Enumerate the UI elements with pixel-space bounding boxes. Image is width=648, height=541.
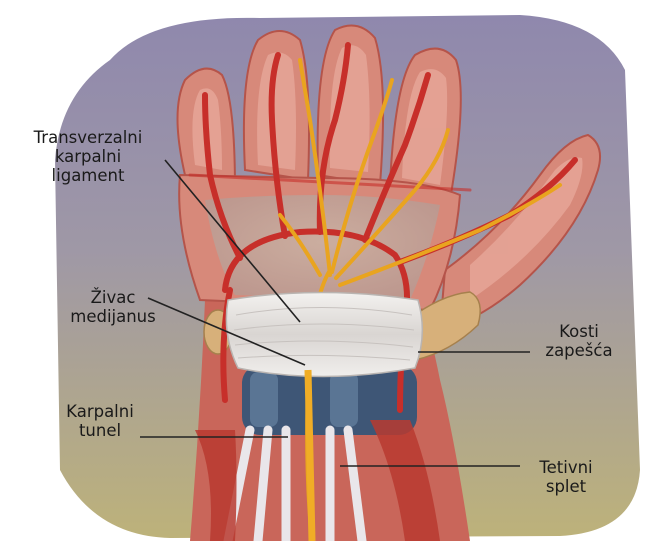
label-line: Živac bbox=[58, 288, 168, 307]
label-line: zapešća bbox=[524, 341, 634, 360]
label-line: Kosti bbox=[524, 322, 634, 341]
median-nerve-tunnel bbox=[308, 370, 312, 541]
label-line: Transverzalni bbox=[8, 128, 168, 147]
transverse-carpal-ligament bbox=[226, 293, 422, 377]
label-line: Tetivni bbox=[516, 458, 616, 477]
label-carpal-bones: Kosti zapešća bbox=[524, 322, 634, 360]
label-line: medijanus bbox=[58, 307, 168, 326]
label-carpal-tunnel: Karpalni tunel bbox=[50, 402, 150, 440]
label-line: tunel bbox=[50, 421, 150, 440]
label-line: Karpalni bbox=[50, 402, 150, 421]
label-tendon-sheath: Tetivni splet bbox=[516, 458, 616, 496]
label-line: ligament bbox=[8, 166, 168, 185]
label-line: splet bbox=[516, 477, 616, 496]
label-median-nerve: Živac medijanus bbox=[58, 288, 168, 326]
label-transverse-carpal-ligament: Transverzalni karpalni ligament bbox=[8, 128, 168, 185]
label-line: karpalni bbox=[8, 147, 168, 166]
